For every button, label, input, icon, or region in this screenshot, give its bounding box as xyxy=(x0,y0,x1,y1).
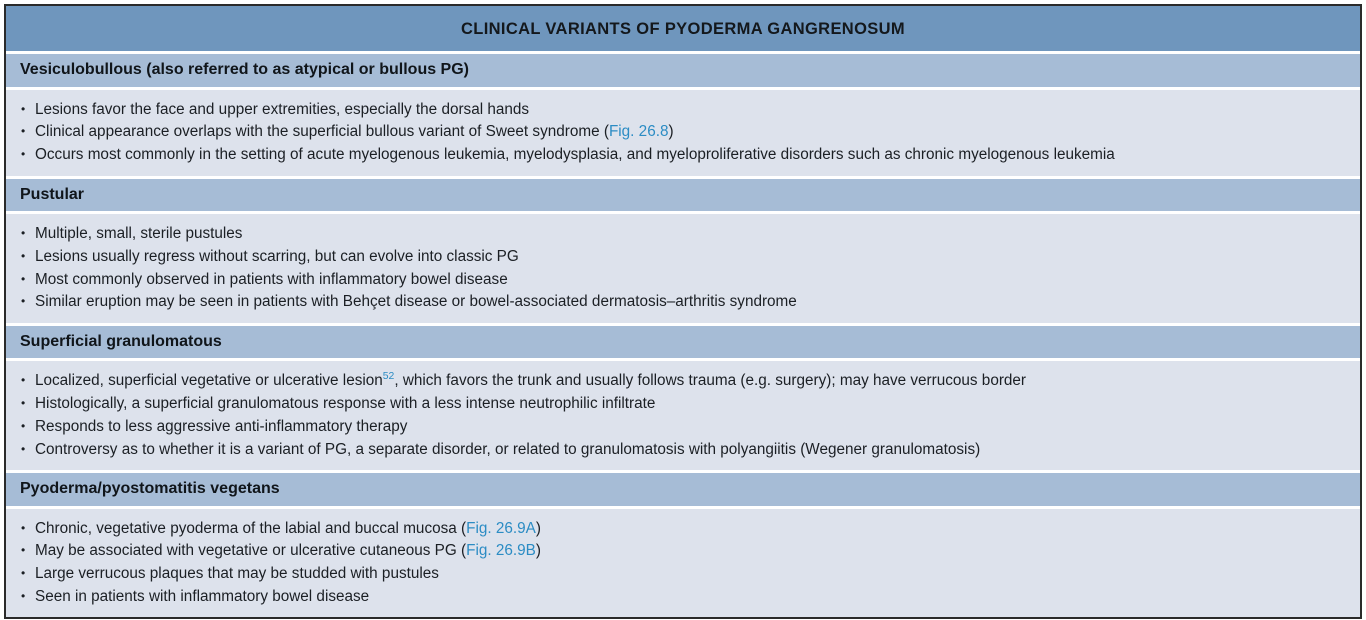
table-sections: Vesiculobullous (also referred to as aty… xyxy=(6,54,1360,618)
bullet-text: Histologically, a superficial granulomat… xyxy=(35,395,656,413)
section-body: Multiple, small, sterile pustulesLesions… xyxy=(6,214,1360,326)
bullet-text: Large verrucous plaques that may be stud… xyxy=(35,565,439,583)
bullet-item: May be associated with vegetative or ulc… xyxy=(20,540,1350,562)
bullet-text: ) xyxy=(535,542,541,560)
bullet-item: Multiple, small, sterile pustules xyxy=(20,223,1350,245)
bullet-item: Clinical appearance overlaps with the su… xyxy=(20,121,1350,143)
bullet-item: Lesions usually regress without scarring… xyxy=(20,246,1350,268)
bullet-list: Lesions favor the face and upper extremi… xyxy=(20,99,1350,166)
bullet-list: Chronic, vegetative pyoderma of the labi… xyxy=(20,518,1350,608)
section-header: Superficial granulomatous xyxy=(6,325,1360,362)
bullet-text: Clinical appearance overlaps with the su… xyxy=(35,123,609,141)
bullet-text: May be associated with vegetative or ulc… xyxy=(35,542,467,560)
bullet-text: Similar eruption may be seen in patients… xyxy=(35,293,797,311)
bullet-text: Responds to less aggressive anti-inflamm… xyxy=(35,417,408,435)
figure-reference-link[interactable]: Fig. 26.9A xyxy=(466,519,536,537)
citation-reference[interactable]: 52 xyxy=(382,371,395,383)
section-header: Vesiculobullous (also referred to as aty… xyxy=(6,54,1360,90)
bullet-text: Lesions favor the face and upper extremi… xyxy=(35,100,530,118)
bullet-text: Occurs most commonly in the setting of a… xyxy=(35,145,1115,163)
bullet-item: Occurs most commonly in the setting of a… xyxy=(20,144,1350,166)
table-title: CLINICAL VARIANTS OF PYODERMA GANGRENOSU… xyxy=(6,6,1360,55)
bullet-text: , which favors the trunk and usually fol… xyxy=(394,372,1027,390)
section-header: Pyoderma/pyostomatitis vegetans xyxy=(6,473,1360,509)
bullet-text: Controversy as to whether it is a varian… xyxy=(35,440,981,458)
bullet-list: Multiple, small, sterile pustulesLesions… xyxy=(20,223,1350,313)
bullet-text: ) xyxy=(535,519,541,537)
section-header: Pustular xyxy=(6,178,1360,215)
section-body: Localized, superficial vegetative or ulc… xyxy=(6,361,1360,474)
bullet-item: Histologically, a superficial granulomat… xyxy=(20,393,1350,415)
bullet-item: Most commonly observed in patients with … xyxy=(20,269,1350,291)
clinical-variants-table: CLINICAL VARIANTS OF PYODERMA GANGRENOSU… xyxy=(4,4,1362,620)
bullet-text: Chronic, vegetative pyoderma of the labi… xyxy=(35,519,467,537)
bullet-item: Localized, superficial vegetative or ulc… xyxy=(20,370,1350,392)
bullet-text: Lesions usually regress without scarring… xyxy=(35,247,519,265)
bullet-text: Multiple, small, sterile pustules xyxy=(35,225,243,243)
figure-reference-link[interactable]: Fig. 26.9B xyxy=(466,542,536,560)
bullet-text: Seen in patients with inflammatory bowel… xyxy=(35,587,370,605)
section-body: Lesions favor the face and upper extremi… xyxy=(6,89,1360,179)
bullet-item: Lesions favor the face and upper extremi… xyxy=(20,99,1350,121)
bullet-item: Controversy as to whether it is a varian… xyxy=(20,439,1350,461)
bullet-item: Chronic, vegetative pyoderma of the labi… xyxy=(20,518,1350,540)
bullet-list: Localized, superficial vegetative or ulc… xyxy=(20,370,1350,460)
bullet-text: ) xyxy=(668,123,674,141)
bullet-item: Similar eruption may be seen in patients… xyxy=(20,291,1350,313)
bullet-text: Most commonly observed in patients with … xyxy=(35,270,508,288)
bullet-item: Seen in patients with inflammatory bowel… xyxy=(20,586,1350,608)
section-body: Chronic, vegetative pyoderma of the labi… xyxy=(6,508,1360,618)
bullet-item: Large verrucous plaques that may be stud… xyxy=(20,563,1350,585)
figure-reference-link[interactable]: Fig. 26.8 xyxy=(608,123,669,141)
bullet-text: Localized, superficial vegetative or ulc… xyxy=(35,372,383,390)
bullet-item: Responds to less aggressive anti-inflamm… xyxy=(20,416,1350,438)
